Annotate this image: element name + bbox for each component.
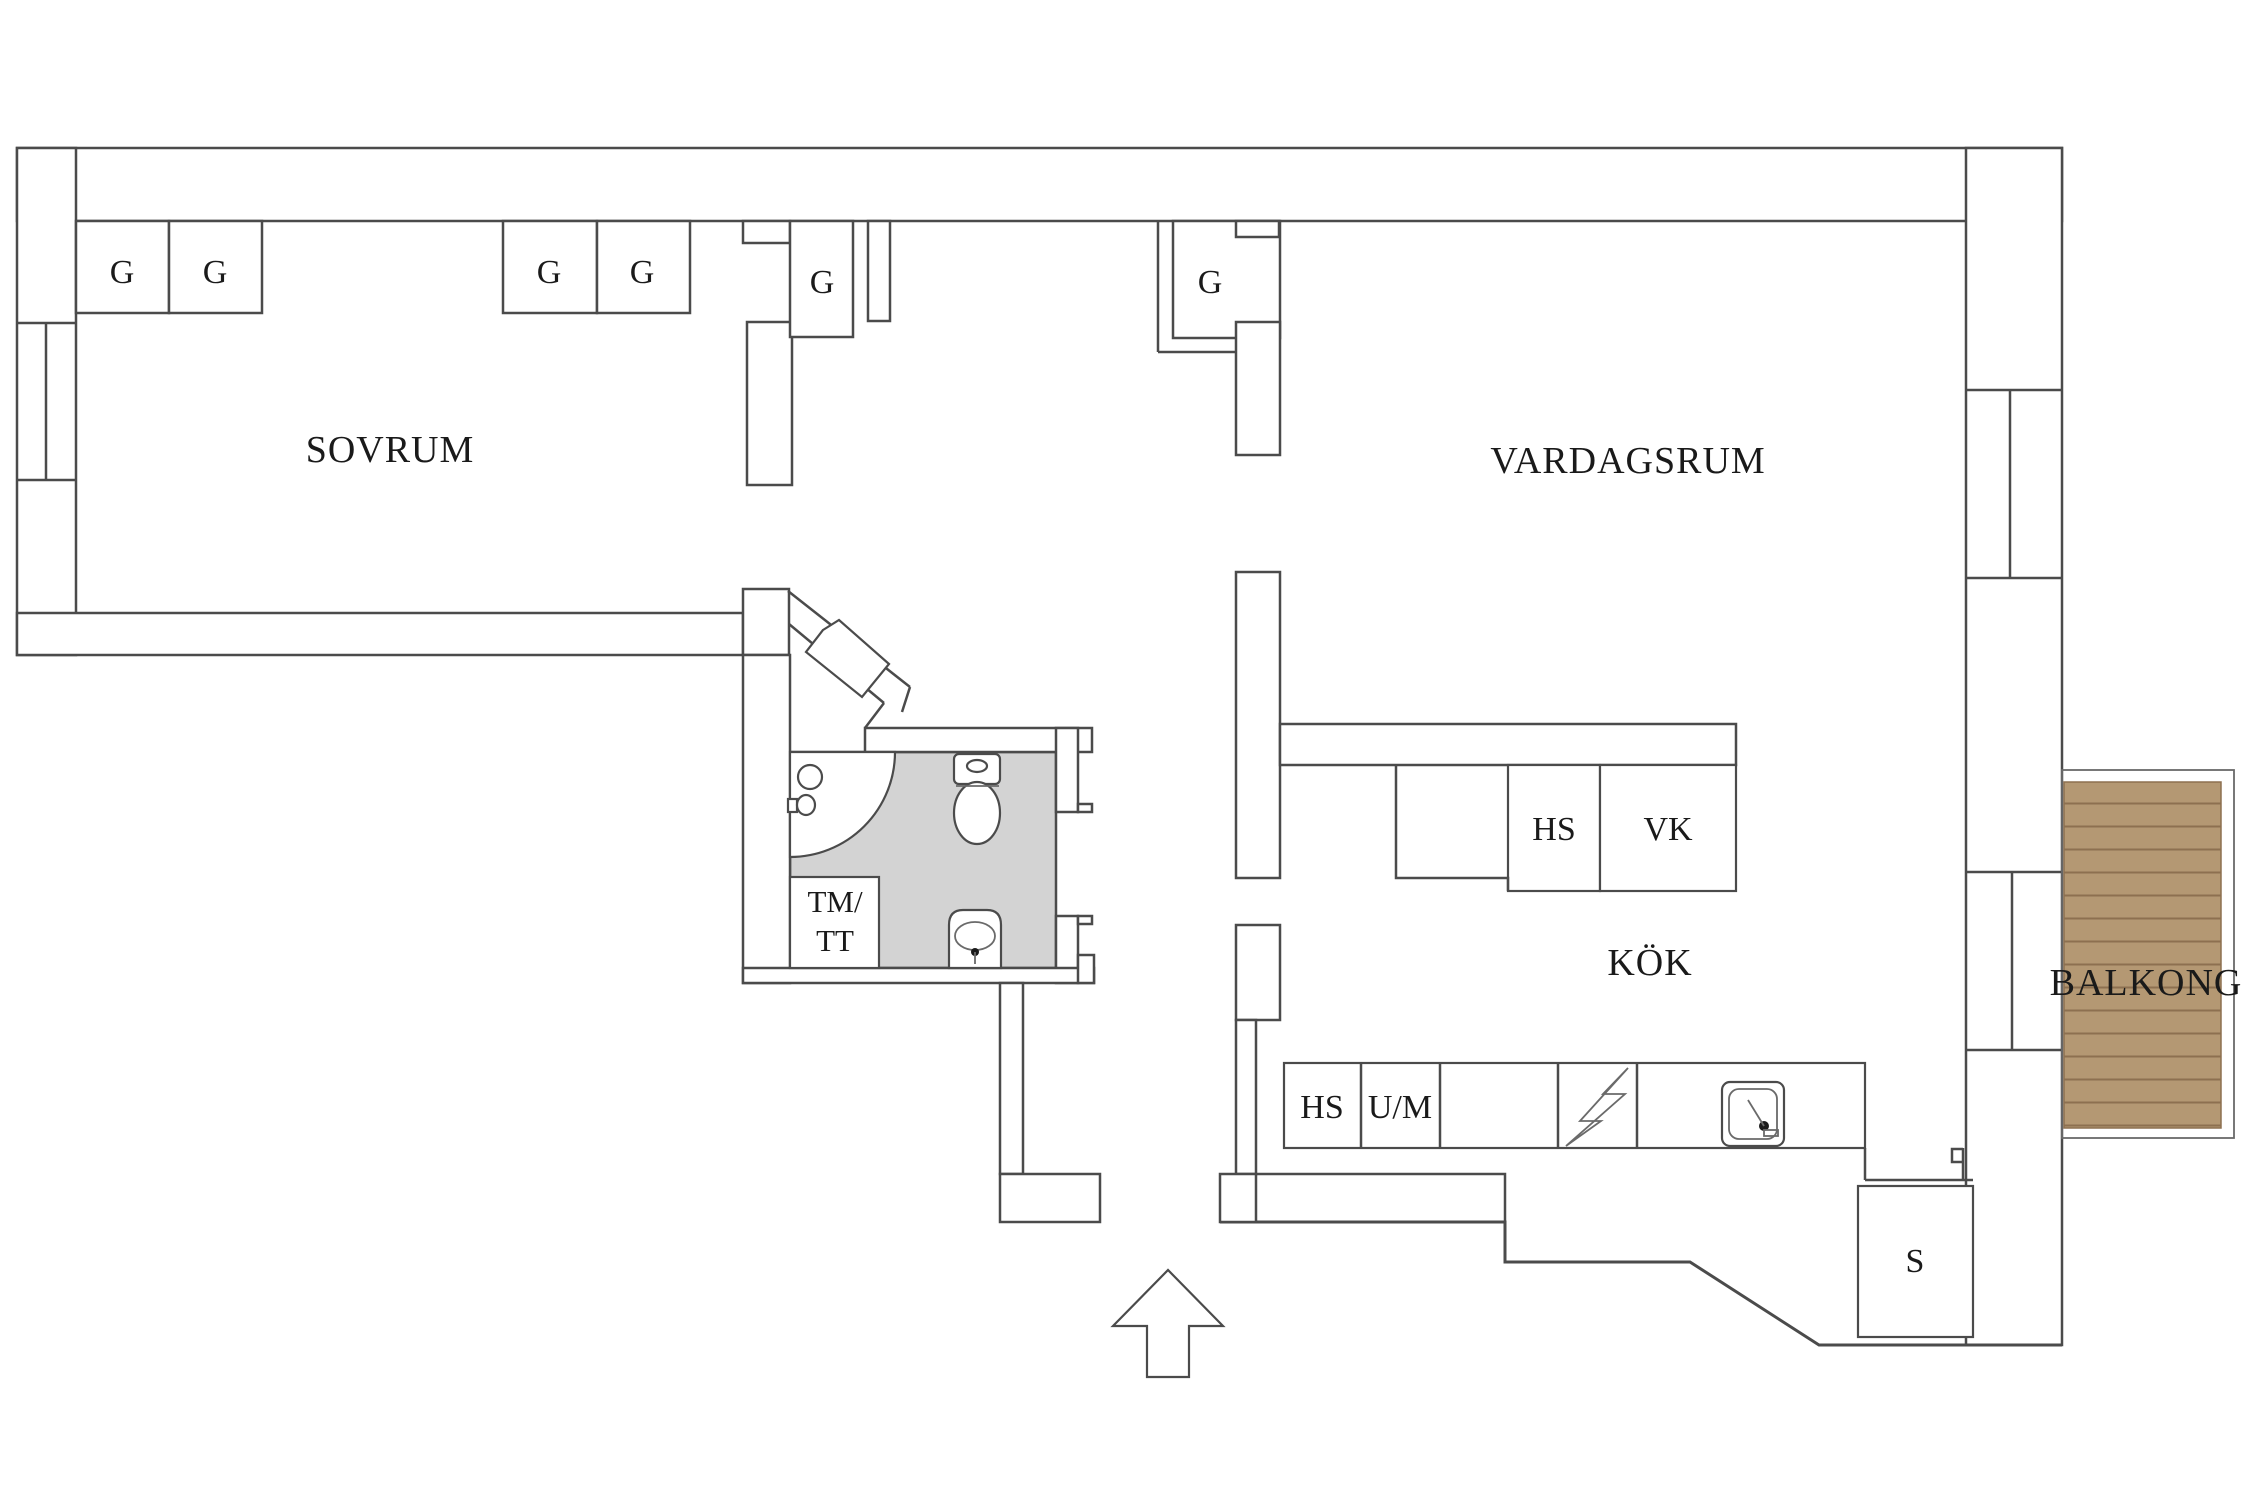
wall-top xyxy=(15,146,2064,223)
balcony-door xyxy=(1966,870,2062,1052)
wardrobe-box-2 xyxy=(167,219,264,315)
wardrobe-label-3: G xyxy=(537,254,562,291)
island-cabinet-vk xyxy=(1598,763,1738,893)
wall-bedroom-south-jamb xyxy=(741,587,791,657)
exterior-walls xyxy=(15,146,2064,1347)
toilet-bowl xyxy=(952,780,1002,846)
kitchen-sink-faucet-base xyxy=(1763,1129,1779,1137)
bedroom: G G G G SOVRUM xyxy=(15,219,794,657)
hall-closets: G G xyxy=(741,219,1282,457)
washer-dryer-label-2: TT xyxy=(816,923,854,958)
kitchen-island: HS VK xyxy=(1278,722,1738,893)
wall-bottom-right-outline xyxy=(1220,1220,2062,1347)
diagonal-wall-upper-step xyxy=(900,686,912,713)
basin-icon xyxy=(947,908,1003,970)
bathroom-door-jamb-top xyxy=(1076,802,1094,814)
diagonal-wall-lower-step xyxy=(864,702,885,729)
washer-dryer-label-1: TM/ xyxy=(807,884,863,919)
wall-right xyxy=(1964,146,2064,1347)
wall-entry-right xyxy=(1234,1018,1258,1176)
wardrobe-box-4 xyxy=(595,219,692,315)
bathroom-door-jamb-bottom xyxy=(1076,914,1094,926)
kitchen-label: KÖK xyxy=(1607,942,1692,984)
washer-dryer-box xyxy=(788,875,881,970)
wall-entry-left-ledge xyxy=(998,1172,1102,1224)
wall-bathroom-bottom xyxy=(741,966,1096,985)
closet-2-box xyxy=(1171,219,1282,340)
shower-mixer-base xyxy=(786,797,799,814)
kitchen-sink-faucet xyxy=(1747,1099,1765,1127)
wall-bathroom-right-upper xyxy=(1054,726,1080,814)
toilet-icon xyxy=(952,752,1002,846)
closet-2-filler xyxy=(1234,219,1281,239)
entry-arrow-icon xyxy=(1110,1268,1226,1379)
closet-1-filler xyxy=(741,219,792,245)
window-right xyxy=(1966,388,2062,580)
closet-2-label: G xyxy=(1198,264,1223,301)
wall-entry-right-jamb xyxy=(1218,1172,1258,1224)
wall-closet-2-stub xyxy=(1234,320,1282,457)
kitchen-sink-icon xyxy=(1720,1080,1786,1148)
bedroom-door-diagonal xyxy=(787,590,912,729)
storage-door-notch xyxy=(1950,1147,1963,1164)
storage-room: S xyxy=(1856,1147,1975,1339)
kitchen-sink-basin xyxy=(1728,1088,1778,1140)
storage-box xyxy=(1856,1184,1975,1339)
wall-bedroom-south xyxy=(15,611,745,657)
island-vk-label: VK xyxy=(1643,811,1693,848)
balcony-label: BALKONG xyxy=(2050,962,2243,1004)
living-room-label: VARDAGSRUM xyxy=(1490,440,1765,482)
hall-partition-walls xyxy=(1234,570,1282,1176)
wall-bathroom-corner-block xyxy=(1076,953,1096,985)
shower-mixer-knob xyxy=(795,793,817,817)
shower-drain-icon xyxy=(796,763,824,791)
counter-hs-label: HS xyxy=(1300,1089,1343,1126)
entry xyxy=(998,981,1258,1379)
wall-hall-kitchen-upper xyxy=(1234,570,1282,880)
bathroom: TM/ TT xyxy=(741,653,1096,985)
island-hs-label: HS xyxy=(1532,811,1575,848)
balcony: BALKONG xyxy=(2050,769,2243,1139)
closet-1-label: G xyxy=(810,264,835,301)
stove-icon xyxy=(1565,1067,1629,1147)
toilet-button xyxy=(965,758,989,774)
bedroom-label: SOVRUM xyxy=(306,429,475,471)
island-counter-return xyxy=(1394,765,1510,891)
closet-1-box xyxy=(788,219,855,339)
wall-bathroom-left xyxy=(741,653,792,985)
kitchen-counter: HS U/M xyxy=(1282,1061,1867,1150)
wall-bathroom-top xyxy=(863,726,1094,754)
shower-mixer-icon xyxy=(786,793,817,817)
door-leaf-icon xyxy=(804,618,891,699)
wall-hall-kitchen-lower xyxy=(1234,923,1282,1022)
counter-um-label: U/M xyxy=(1368,1089,1432,1126)
wardrobe-label-2: G xyxy=(203,254,228,291)
balcony-frame xyxy=(2061,769,2235,1139)
balcony-deck xyxy=(2063,781,2222,1129)
storage-label: S xyxy=(1906,1243,1925,1280)
wardrobe-label-1: G xyxy=(110,254,135,291)
island-cabinet-hs xyxy=(1506,763,1602,893)
island-counter-top xyxy=(1278,722,1738,767)
wall-bedroom-east-stub xyxy=(745,320,794,487)
wall-entry-left xyxy=(998,981,1025,1176)
closet-1-side-wall xyxy=(866,219,892,323)
wall-bottom-inner-line xyxy=(1256,1172,1507,1222)
window-left xyxy=(17,321,76,482)
wardrobe-label-4: G xyxy=(630,254,655,291)
